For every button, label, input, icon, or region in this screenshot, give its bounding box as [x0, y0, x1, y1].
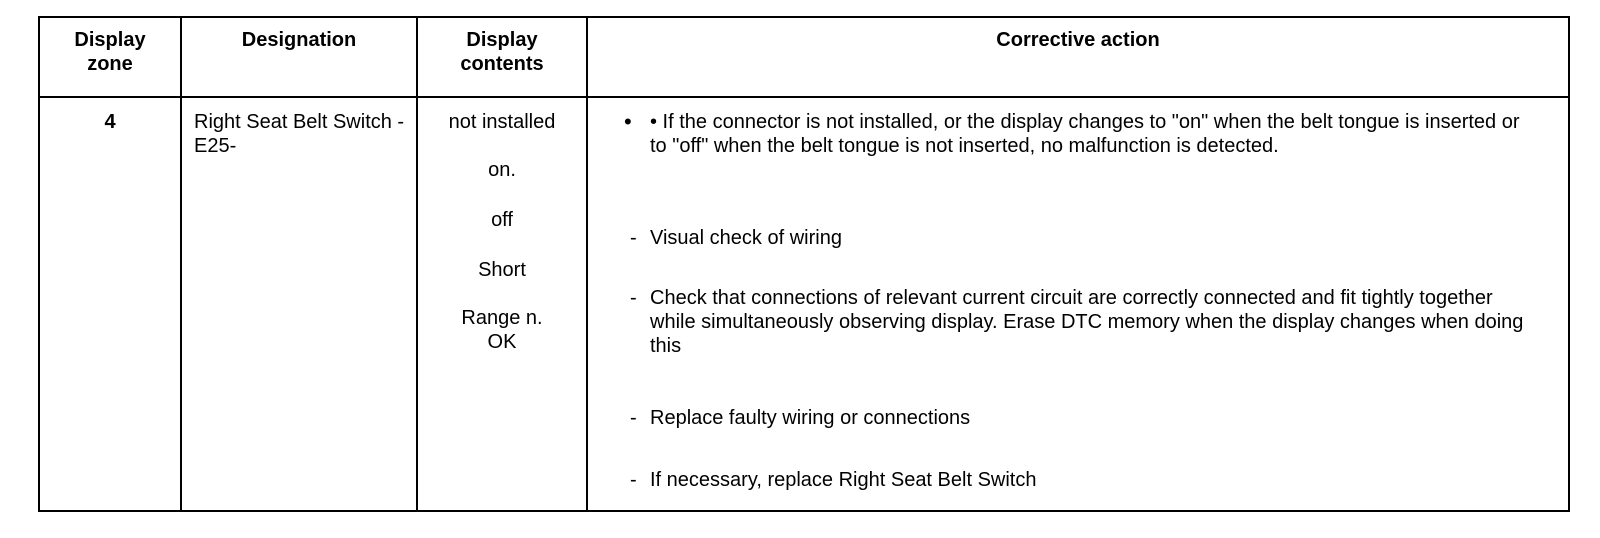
action-item: - If necessary, replace Right Seat Belt … [630, 468, 1538, 492]
table-row: 4 Right Seat Belt Switch -E25- not insta… [38, 96, 1570, 512]
corrective-action-cell: • • If the connector is not installed, o… [586, 96, 1570, 512]
bullet-marker: • [624, 109, 632, 134]
dash-marker: - [630, 407, 637, 429]
display-content-item: on. [488, 159, 516, 181]
header-corrective-action-text: Corrective action [996, 29, 1160, 51]
designation-value: Right Seat Belt Switch -E25- [194, 111, 405, 157]
action-text: Visual check of wiring [650, 227, 842, 249]
header-designation-text: Designation [241, 29, 357, 51]
action-text: If necessary, replace Right Seat Belt Sw… [650, 469, 1037, 491]
dash-marker: - [630, 469, 637, 491]
header-row: Display zone Designation Display content… [38, 16, 1570, 98]
dash-marker: - [630, 227, 637, 249]
corrective-action-table: Display zone Designation Display content… [38, 16, 1570, 512]
action-item: - Replace faulty wiring or connections [630, 406, 1538, 430]
header-corrective-action: Corrective action [586, 16, 1570, 98]
display-content-item: Range n. OK [461, 307, 543, 353]
designation-cell: Right Seat Belt Switch -E25- [180, 96, 418, 512]
header-display-contents: Display contents [416, 16, 588, 98]
dash-marker: - [630, 287, 637, 309]
display-contents-cell: not installed on. off Short Range n. OK [416, 96, 588, 512]
display-zone-cell: 4 [38, 96, 182, 512]
header-display-zone-text: Display zone [74, 29, 146, 75]
header-designation: Designation [180, 16, 418, 98]
display-content-item: Short [478, 259, 526, 281]
action-item: - Check that connections of relevant cur… [630, 286, 1538, 358]
action-item: • • If the connector is not installed, o… [624, 110, 1538, 158]
header-display-contents-text: Display contents [460, 29, 544, 75]
action-text: Check that connections of relevant curre… [650, 287, 1524, 357]
header-display-zone: Display zone [38, 16, 182, 98]
display-content-item: off [491, 209, 513, 231]
action-text: • If the connector is not installed, or … [650, 111, 1520, 157]
action-item: - Visual check of wiring [630, 226, 1538, 250]
display-content-item: not installed [448, 111, 556, 133]
action-text: Replace faulty wiring or connections [650, 407, 971, 429]
display-zone-value: 4 [104, 111, 116, 133]
